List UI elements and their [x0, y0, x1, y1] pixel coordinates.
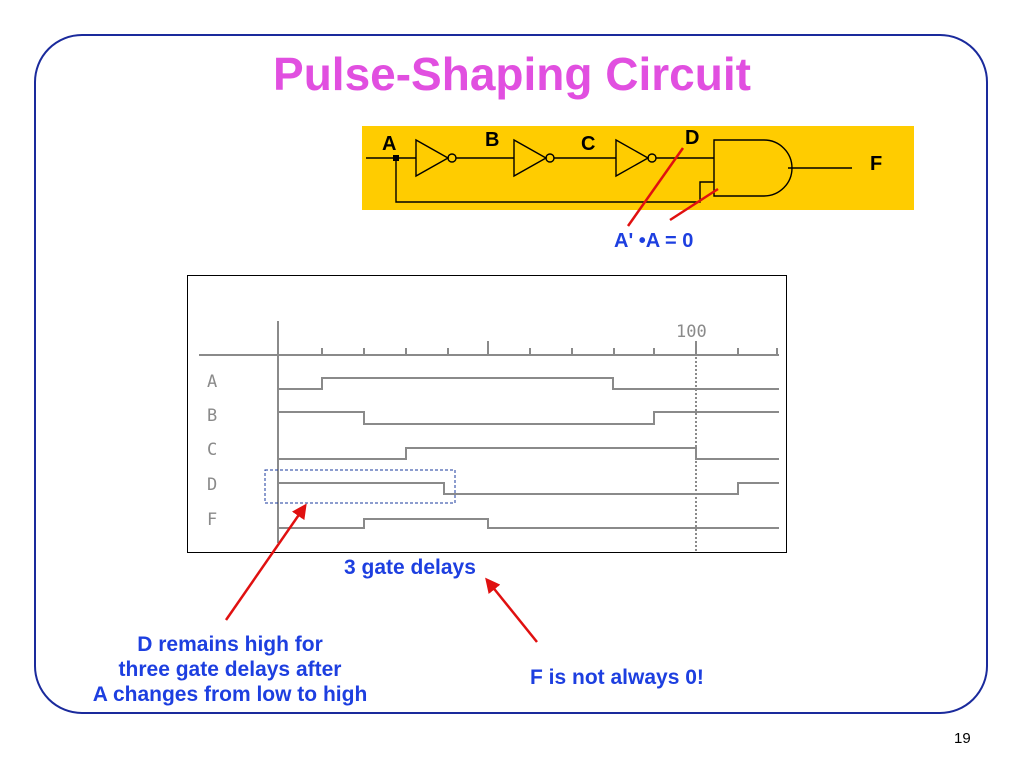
equation-label: A' •A = 0 — [614, 230, 694, 252]
time-ticks — [321, 341, 778, 355]
signal-label-a: A — [207, 372, 217, 392]
label-f: F — [870, 153, 882, 175]
label-b: B — [485, 129, 499, 151]
timing-diagram: 100 A B C D F — [187, 275, 787, 553]
waveform-f — [278, 518, 779, 529]
label-a: A — [382, 133, 396, 155]
signal-label-f: F — [207, 510, 217, 530]
waveform-a — [278, 377, 779, 390]
tick-label-100: 100 — [676, 322, 707, 342]
page-number: 19 — [954, 730, 971, 747]
and-gate — [713, 139, 793, 197]
slide-title: Pulse-Shaping Circuit — [273, 48, 751, 100]
waveform-d — [278, 482, 779, 495]
inverter-1 — [415, 138, 450, 178]
signal-label-b: B — [207, 406, 217, 426]
waveform-c — [278, 447, 779, 460]
inverter-2 — [513, 138, 548, 178]
waveform-b — [278, 411, 779, 425]
gate-delays-label: 3 gate delays — [344, 556, 476, 579]
signal-label-d: D — [207, 475, 217, 495]
signal-label-c: C — [207, 440, 217, 460]
junction-dot — [393, 155, 399, 161]
circuit-diagram: A B C D F — [362, 126, 914, 210]
label-c: C — [581, 133, 595, 155]
d-note-line-2: three gate delays after — [118, 658, 342, 681]
f-explanation-note: F is not always 0! — [530, 666, 704, 689]
d-explanation-note: D remains high for three gate delays aft… — [60, 632, 400, 707]
d-note-line-3: A changes from low to high — [92, 683, 368, 706]
label-d: D — [685, 127, 699, 149]
d-highlight-box — [264, 469, 456, 504]
slide-frame — [34, 34, 988, 714]
d-note-line-1: D remains high for — [137, 633, 323, 656]
